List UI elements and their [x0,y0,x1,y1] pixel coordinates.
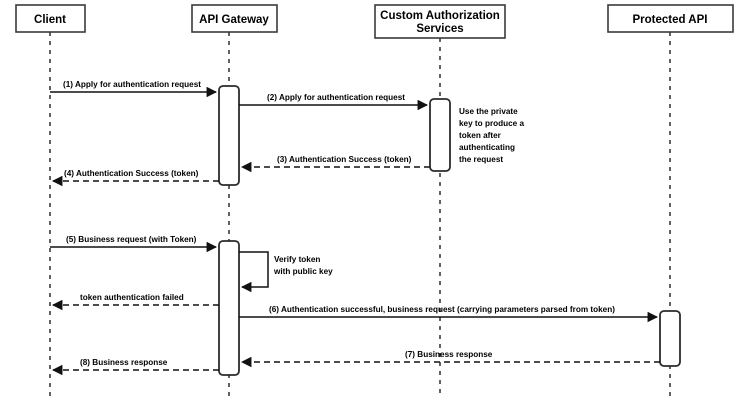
activation-bars [218,85,681,376]
message-7[interactable]: (7) Business response [240,350,660,368]
participant-label-api-gateway: API Gateway [199,14,269,26]
message-6[interactable]: (6) Authentication successful, business … [239,305,659,323]
note-private-key-line-3: token after [459,131,502,140]
participant-api-gateway[interactable]: API Gateway [191,4,278,33]
message-1[interactable]: (1) Apply for authentication request [50,80,218,98]
participant-box-custom-auth [374,4,506,39]
message-5-label: (5) Business request (with Token) [66,235,197,244]
activation-api-gateway-business [218,240,240,376]
participant-box-protected-api [607,4,734,33]
message-4[interactable]: (4) Authentication Success (token) [51,169,219,187]
message-1-label: (1) Apply for authentication request [63,80,201,89]
message-4-label: (4) Authentication Success (token) [64,169,199,178]
activation-api-gateway-auth [218,85,240,186]
message-6-label: (6) Authentication successful, business … [269,305,615,314]
participant-box-api-gateway [191,4,278,33]
message-self-verify-token-label-line2: with public key [273,267,333,276]
message-7-label: (7) Business response [405,350,493,359]
lifelines [49,32,671,396]
note-private-key-line-5: the request [459,155,503,164]
message-token-authentication-failed[interactable]: token authentication failed [51,293,219,311]
message-2-label: (2) Apply for authentication request [267,93,405,102]
message-8[interactable]: (8) Business response [51,358,219,376]
message-self-verify-token-label-line1: Verify token [274,255,320,264]
participant-client[interactable]: Client [15,4,86,33]
participant-custom-auth[interactable]: Custom Authorization Services [374,4,506,39]
message-self-verify-token[interactable]: Verify token with public key [239,251,333,293]
message-5[interactable]: (5) Business request (with Token) [50,235,218,253]
participant-box-client [15,4,86,33]
activation-protected-api [659,310,681,367]
note-private-key: Use the private key to produce a token a… [459,107,525,164]
participant-label-client: Client [34,14,66,26]
participant-label-protected-api: Protected API [633,14,708,26]
participant-label-custom-auth-line1: Custom Authorization [380,10,500,22]
message-self-verify-token-arrow [239,251,269,293]
participant-protected-api[interactable]: Protected API [607,4,734,33]
note-private-key-line-2: key to produce a [459,119,525,128]
message-token-authentication-failed-label: token authentication failed [80,293,184,302]
note-private-key-line-4: authenticating [459,143,515,152]
message-3[interactable]: (3) Authentication Success (token) [240,155,430,173]
message-8-label: (8) Business response [80,358,168,367]
note-private-key-line-1: Use the private [459,107,518,116]
message-2[interactable]: (2) Apply for authentication request [239,93,429,111]
message-3-label: (3) Authentication Success (token) [277,155,412,164]
activation-custom-auth [429,98,451,172]
participant-label-custom-auth-line2: Services [416,23,463,35]
